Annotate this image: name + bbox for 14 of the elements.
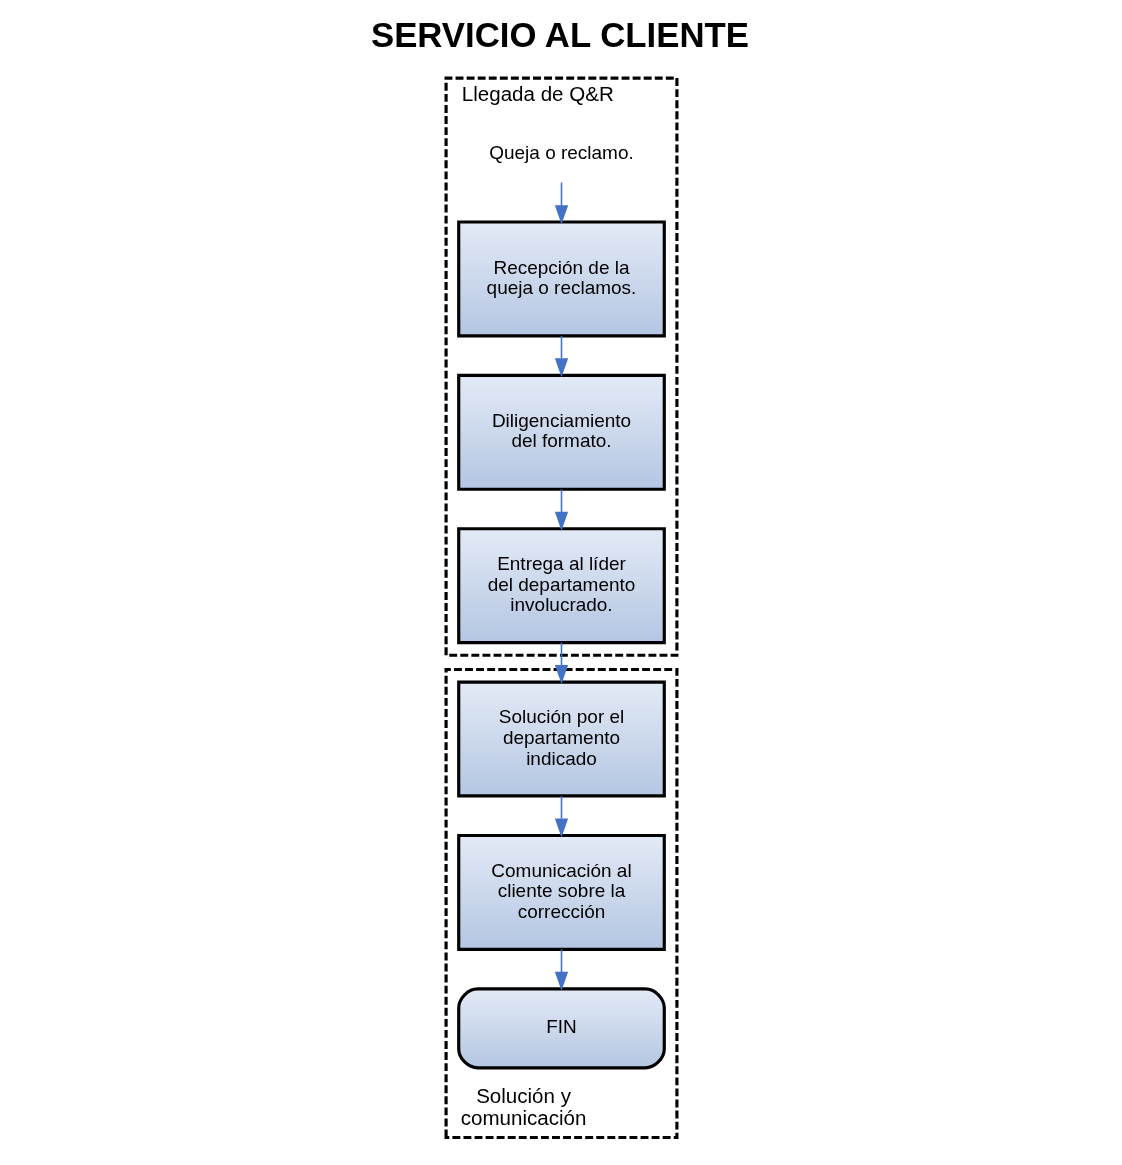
arrow: [554, 948, 568, 991]
node-text: Queja o reclamo.: [488, 141, 634, 163]
node-box: Recepción de la queja o reclamos.: [456, 220, 666, 338]
diagram-title: SERVICIO AL CLIENTE: [370, 16, 749, 55]
arrow: [554, 335, 568, 378]
arrow: [554, 795, 568, 838]
arrow: [554, 488, 568, 531]
node-box: FIN: [456, 987, 666, 1070]
node-box: Entrega al líder del departamento involucrado.: [456, 527, 666, 645]
arrow: [554, 641, 568, 685]
node-box: Solución por el departamento indicado: [456, 680, 666, 798]
arrow: [554, 181, 568, 225]
node-box: Diligenciamiento del formato.: [456, 373, 666, 491]
node-box: Comunicación al cliente sobre la corrección: [456, 833, 666, 951]
